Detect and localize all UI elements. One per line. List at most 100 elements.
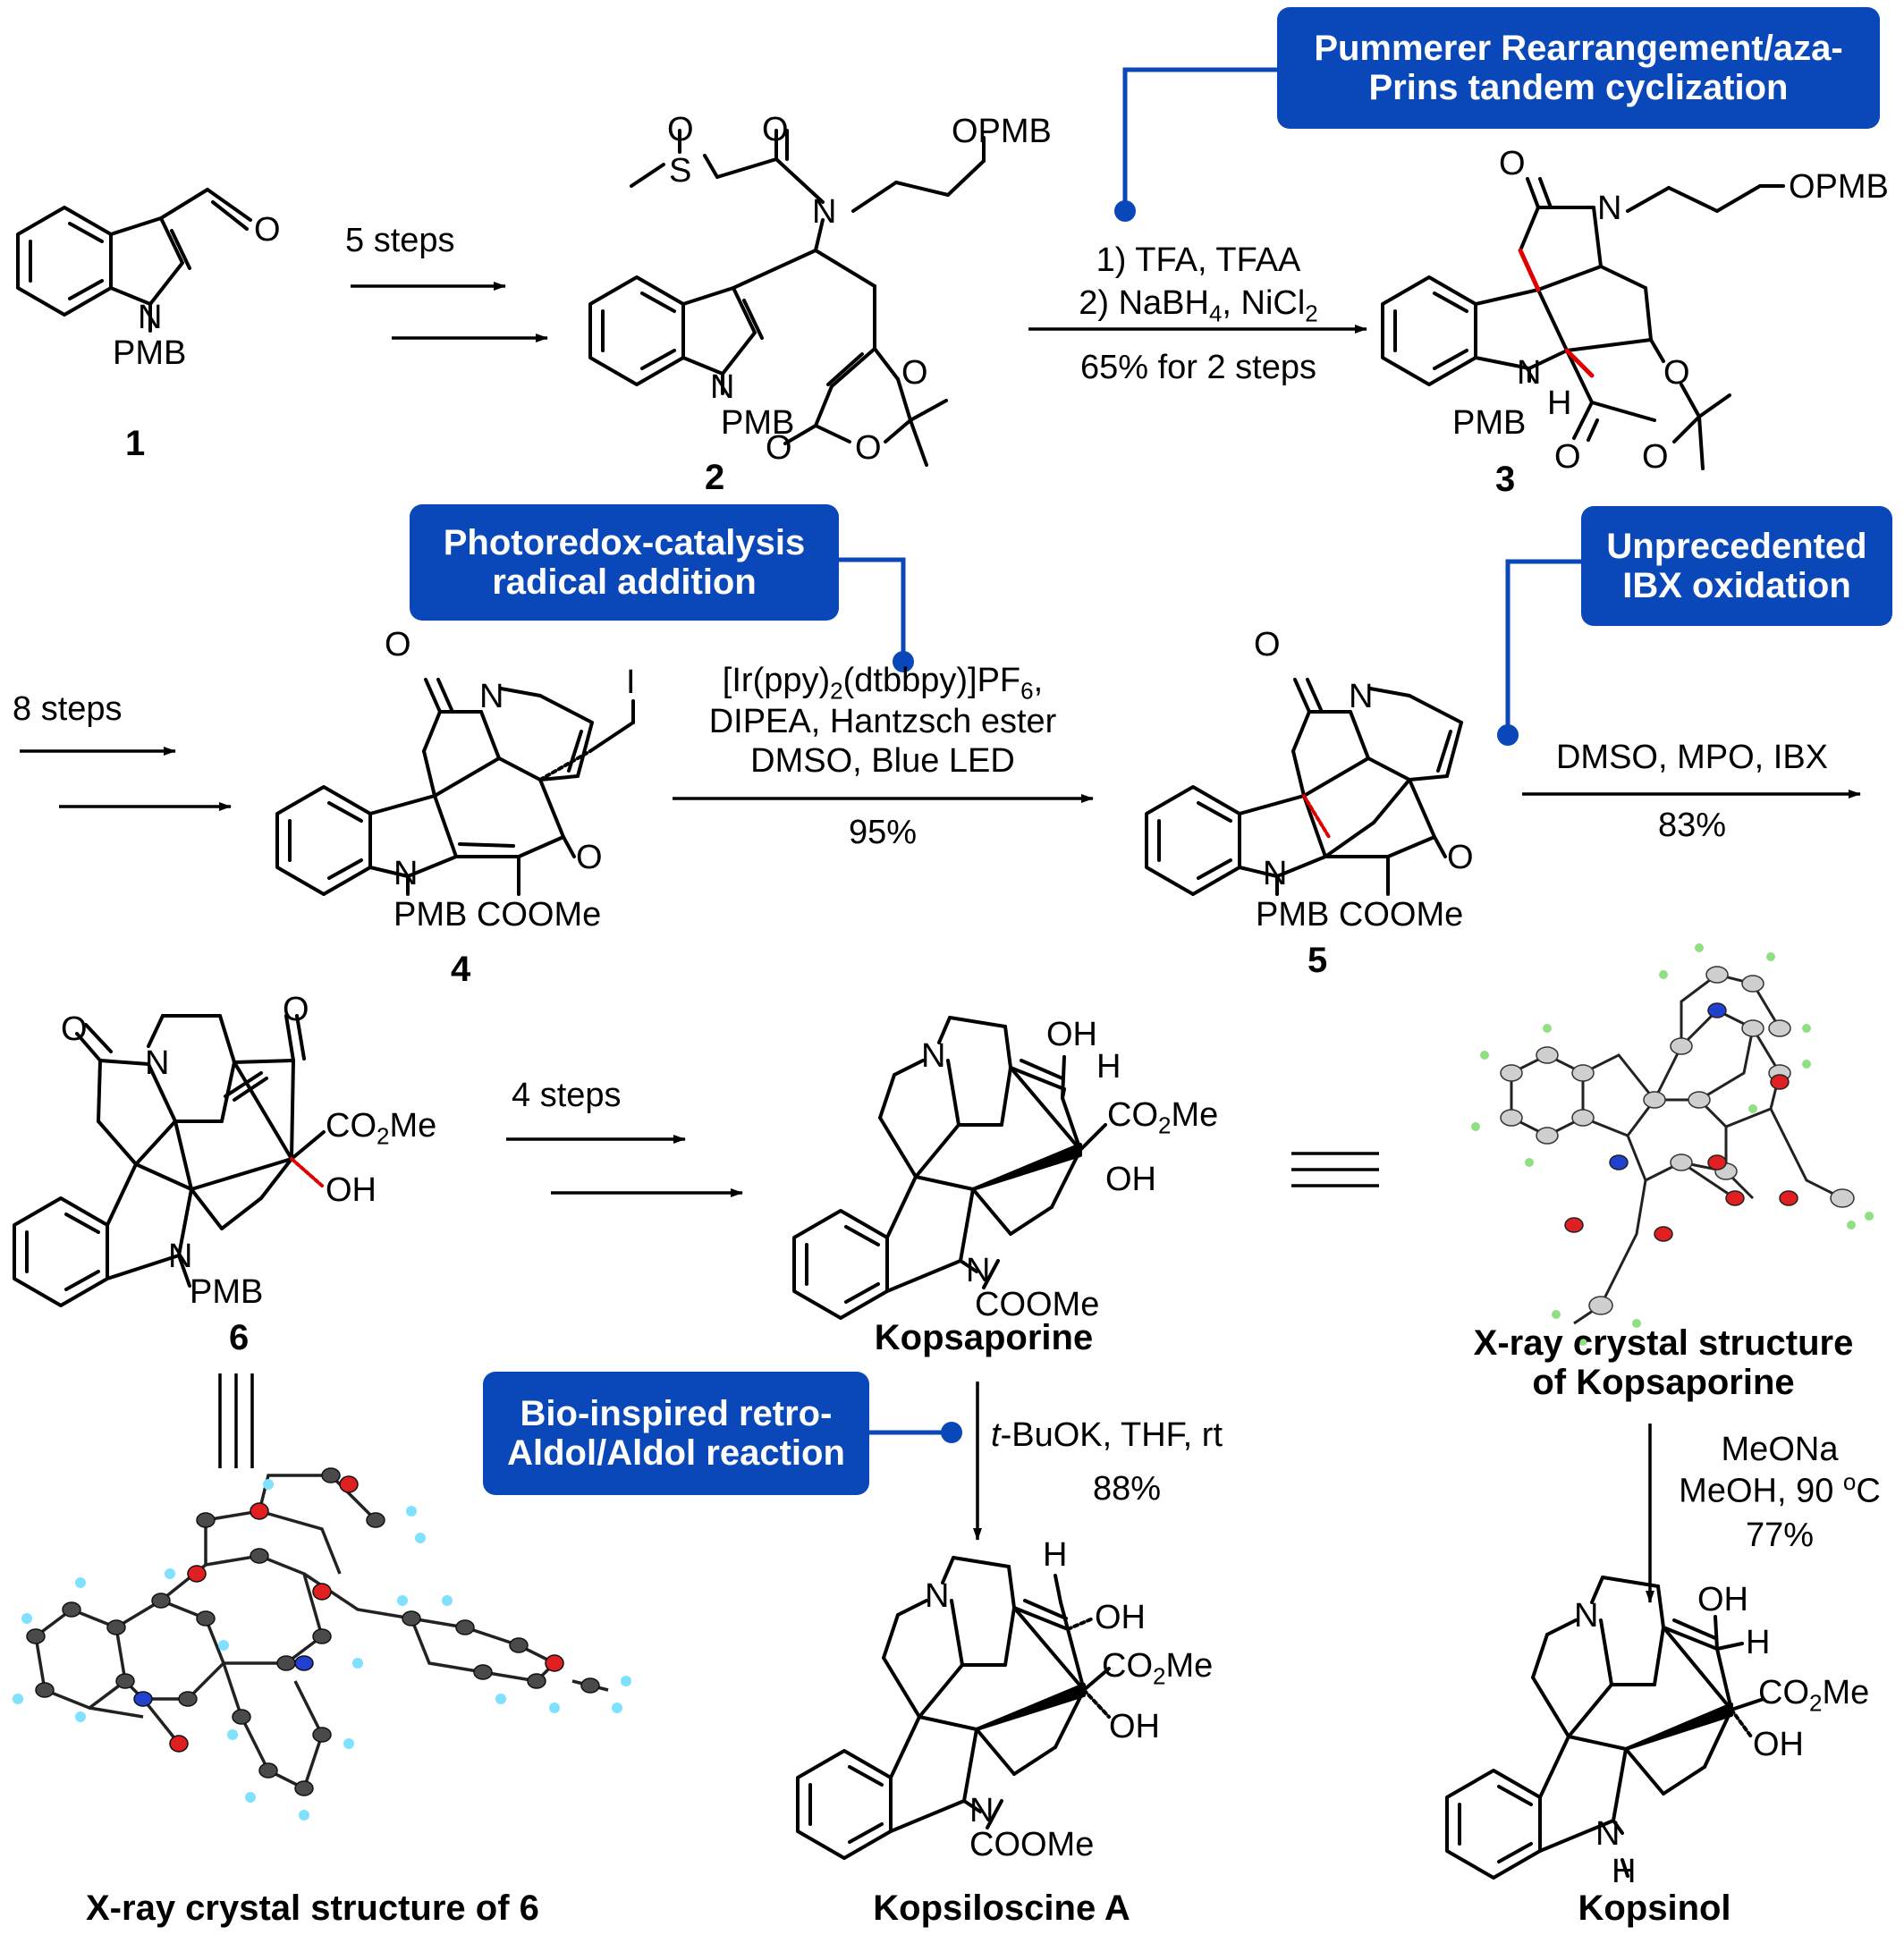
atom-label: O	[766, 429, 792, 467]
atom-label: PMB	[721, 404, 795, 442]
highlight-bonds-compound-3	[1518, 248, 1595, 378]
xray-structure-6	[13, 1467, 631, 1821]
atom-label: H	[1746, 1624, 1771, 1661]
atom-label: PMB COOMe	[393, 896, 602, 934]
atom-label: N	[145, 1044, 170, 1082]
label-compound-4: 4	[451, 950, 471, 989]
condition-step-5: DMSO, MPO, IBX	[1555, 739, 1829, 776]
atom-label: O	[283, 991, 309, 1028]
structure-compound-5	[1145, 678, 1463, 896]
atom-label: N	[393, 855, 419, 892]
atom-label: O	[1554, 438, 1581, 476]
atom-label: N	[1263, 855, 1288, 892]
condition-step-7-yield: 88%	[1092, 1470, 1162, 1508]
atom-label: OPMB	[1789, 168, 1889, 206]
callout-photoredox-line-2: radical addition	[492, 562, 757, 602]
atom-label: N	[1597, 190, 1622, 227]
label-kopsinol: Kopsinol	[1578, 1889, 1731, 1928]
atom-label: N	[1517, 354, 1542, 392]
stereo-bond-compound-6	[290, 1157, 324, 1187]
equivalence-symbol-6	[218, 1373, 254, 1468]
equivalence-symbol-kopsaporine	[1291, 1152, 1379, 1187]
atom-label: PMB	[190, 1273, 264, 1311]
condition-step-5-yield: 83%	[1657, 807, 1727, 844]
atom-label: O	[1254, 626, 1281, 663]
structure-compound-3	[1381, 177, 1785, 470]
atom-label: PMB	[1452, 404, 1527, 442]
atom-label: CO2Me	[1107, 1096, 1219, 1139]
atom-label: O	[762, 111, 789, 148]
atom-label: OH	[326, 1171, 377, 1209]
callout-pummerer-line-2: Prins tandem cyclization	[1368, 68, 1789, 107]
label-compound-1: 1	[125, 424, 146, 463]
atom-label: OH	[1095, 1599, 1146, 1636]
label-compound-6: 6	[229, 1318, 250, 1357]
atom-label: N	[812, 193, 837, 231]
connector-pummerer	[1122, 67, 1279, 211]
atom-label: OH	[1046, 1016, 1097, 1053]
atom-label: CO2Me	[1102, 1647, 1214, 1690]
wedge-kopsinol	[1624, 1703, 1733, 1751]
stereo-bond-compound-5	[1302, 794, 1331, 839]
connector-dot-pummerer	[1114, 200, 1136, 222]
structure-compound-6	[13, 1014, 326, 1307]
condition-step-4-yield: 95%	[848, 814, 918, 851]
structure-compound-1	[16, 188, 252, 333]
callout-ibx-line-2: IBX oxidation	[1622, 566, 1851, 605]
atom-label: PMB	[113, 334, 187, 372]
structure-compound-2	[588, 129, 986, 467]
atom-label: PMB COOMe	[1256, 896, 1464, 934]
label-xray-kopsaporine-line-1: X-ray crystal structure	[1473, 1323, 1854, 1363]
condition-step-4-line-1: [Ir(ppy)2(dtbbpy)]PF6,	[722, 662, 1044, 705]
connector-dot-bio	[941, 1422, 962, 1443]
condition-step-4-line-3: DMSO, Blue LED	[750, 742, 1015, 780]
condition-step-2-line-2: 2) NaBH4, NiCl2	[1079, 284, 1318, 327]
atom-label: OPMB	[952, 113, 1052, 150]
callout-ibx-line-1: Unprecedented	[1606, 527, 1867, 566]
atom-label: N	[969, 1792, 994, 1829]
wedge-kopsaporine	[971, 1143, 1082, 1191]
atom-label: O	[1642, 438, 1669, 476]
label-compound-2: 2	[705, 458, 725, 497]
atom-label: O	[61, 1010, 88, 1048]
condition-step-3: 8 steps	[13, 690, 123, 728]
atom-label: O	[667, 111, 694, 148]
atom-label: N	[479, 678, 504, 715]
atom-label: OH	[1105, 1161, 1156, 1198]
atom-label: O	[1447, 839, 1474, 876]
callout-bio-inspired: Bio-inspired retro-Aldol/Aldol reaction	[483, 1372, 869, 1495]
structure-kopsiloscine	[796, 1556, 1111, 1860]
atom-label: H	[1096, 1048, 1121, 1086]
atom-label: O	[855, 429, 882, 467]
atom-label: O	[385, 626, 411, 663]
condition-step-8-line-1: MeONa	[1721, 1431, 1839, 1468]
label-xray-6: X-ray crystal structure of 6	[86, 1889, 539, 1928]
atom-label: O	[1663, 354, 1690, 392]
callout-bio-line-1: Bio-inspired retro-	[520, 1394, 833, 1433]
atom-label: O	[254, 211, 281, 249]
atom-label: N	[921, 1037, 946, 1075]
atom-label: COOMe	[975, 1286, 1100, 1323]
callout-bio-line-2: Aldol/Aldol reaction	[507, 1433, 845, 1473]
atom-label: CO2Me	[326, 1107, 437, 1150]
callout-pummerer: Pummerer Rearrangement/aza-Prins tandem …	[1277, 7, 1880, 129]
condition-step-2-line-1: 1) TFA, TFAA	[1096, 241, 1301, 279]
condition-step-2-yield: 65% for 2 steps	[1079, 349, 1317, 386]
atom-label: N	[1595, 1815, 1621, 1853]
label-xray-kopsaporine-line-2: of Kopsaporine	[1532, 1363, 1795, 1402]
wedge-kopsiloscine	[975, 1683, 1086, 1731]
atom-label: O	[901, 354, 928, 392]
condition-step-4-line-2: DIPEA, Hantzsch ester	[708, 703, 1057, 740]
atom-label: N	[138, 299, 163, 336]
atom-label: N	[925, 1577, 950, 1615]
atom-label: OH	[1753, 1726, 1804, 1763]
atom-label: COOMe	[969, 1826, 1095, 1863]
atom-label: N	[1574, 1597, 1599, 1635]
atom-label: N	[1349, 678, 1374, 715]
label-kopsiloscine: Kopsiloscine A	[873, 1889, 1130, 1928]
condition-step-7: t-BuOK, THF, rt	[991, 1416, 1223, 1454]
atom-label: CO2Me	[1758, 1674, 1870, 1717]
